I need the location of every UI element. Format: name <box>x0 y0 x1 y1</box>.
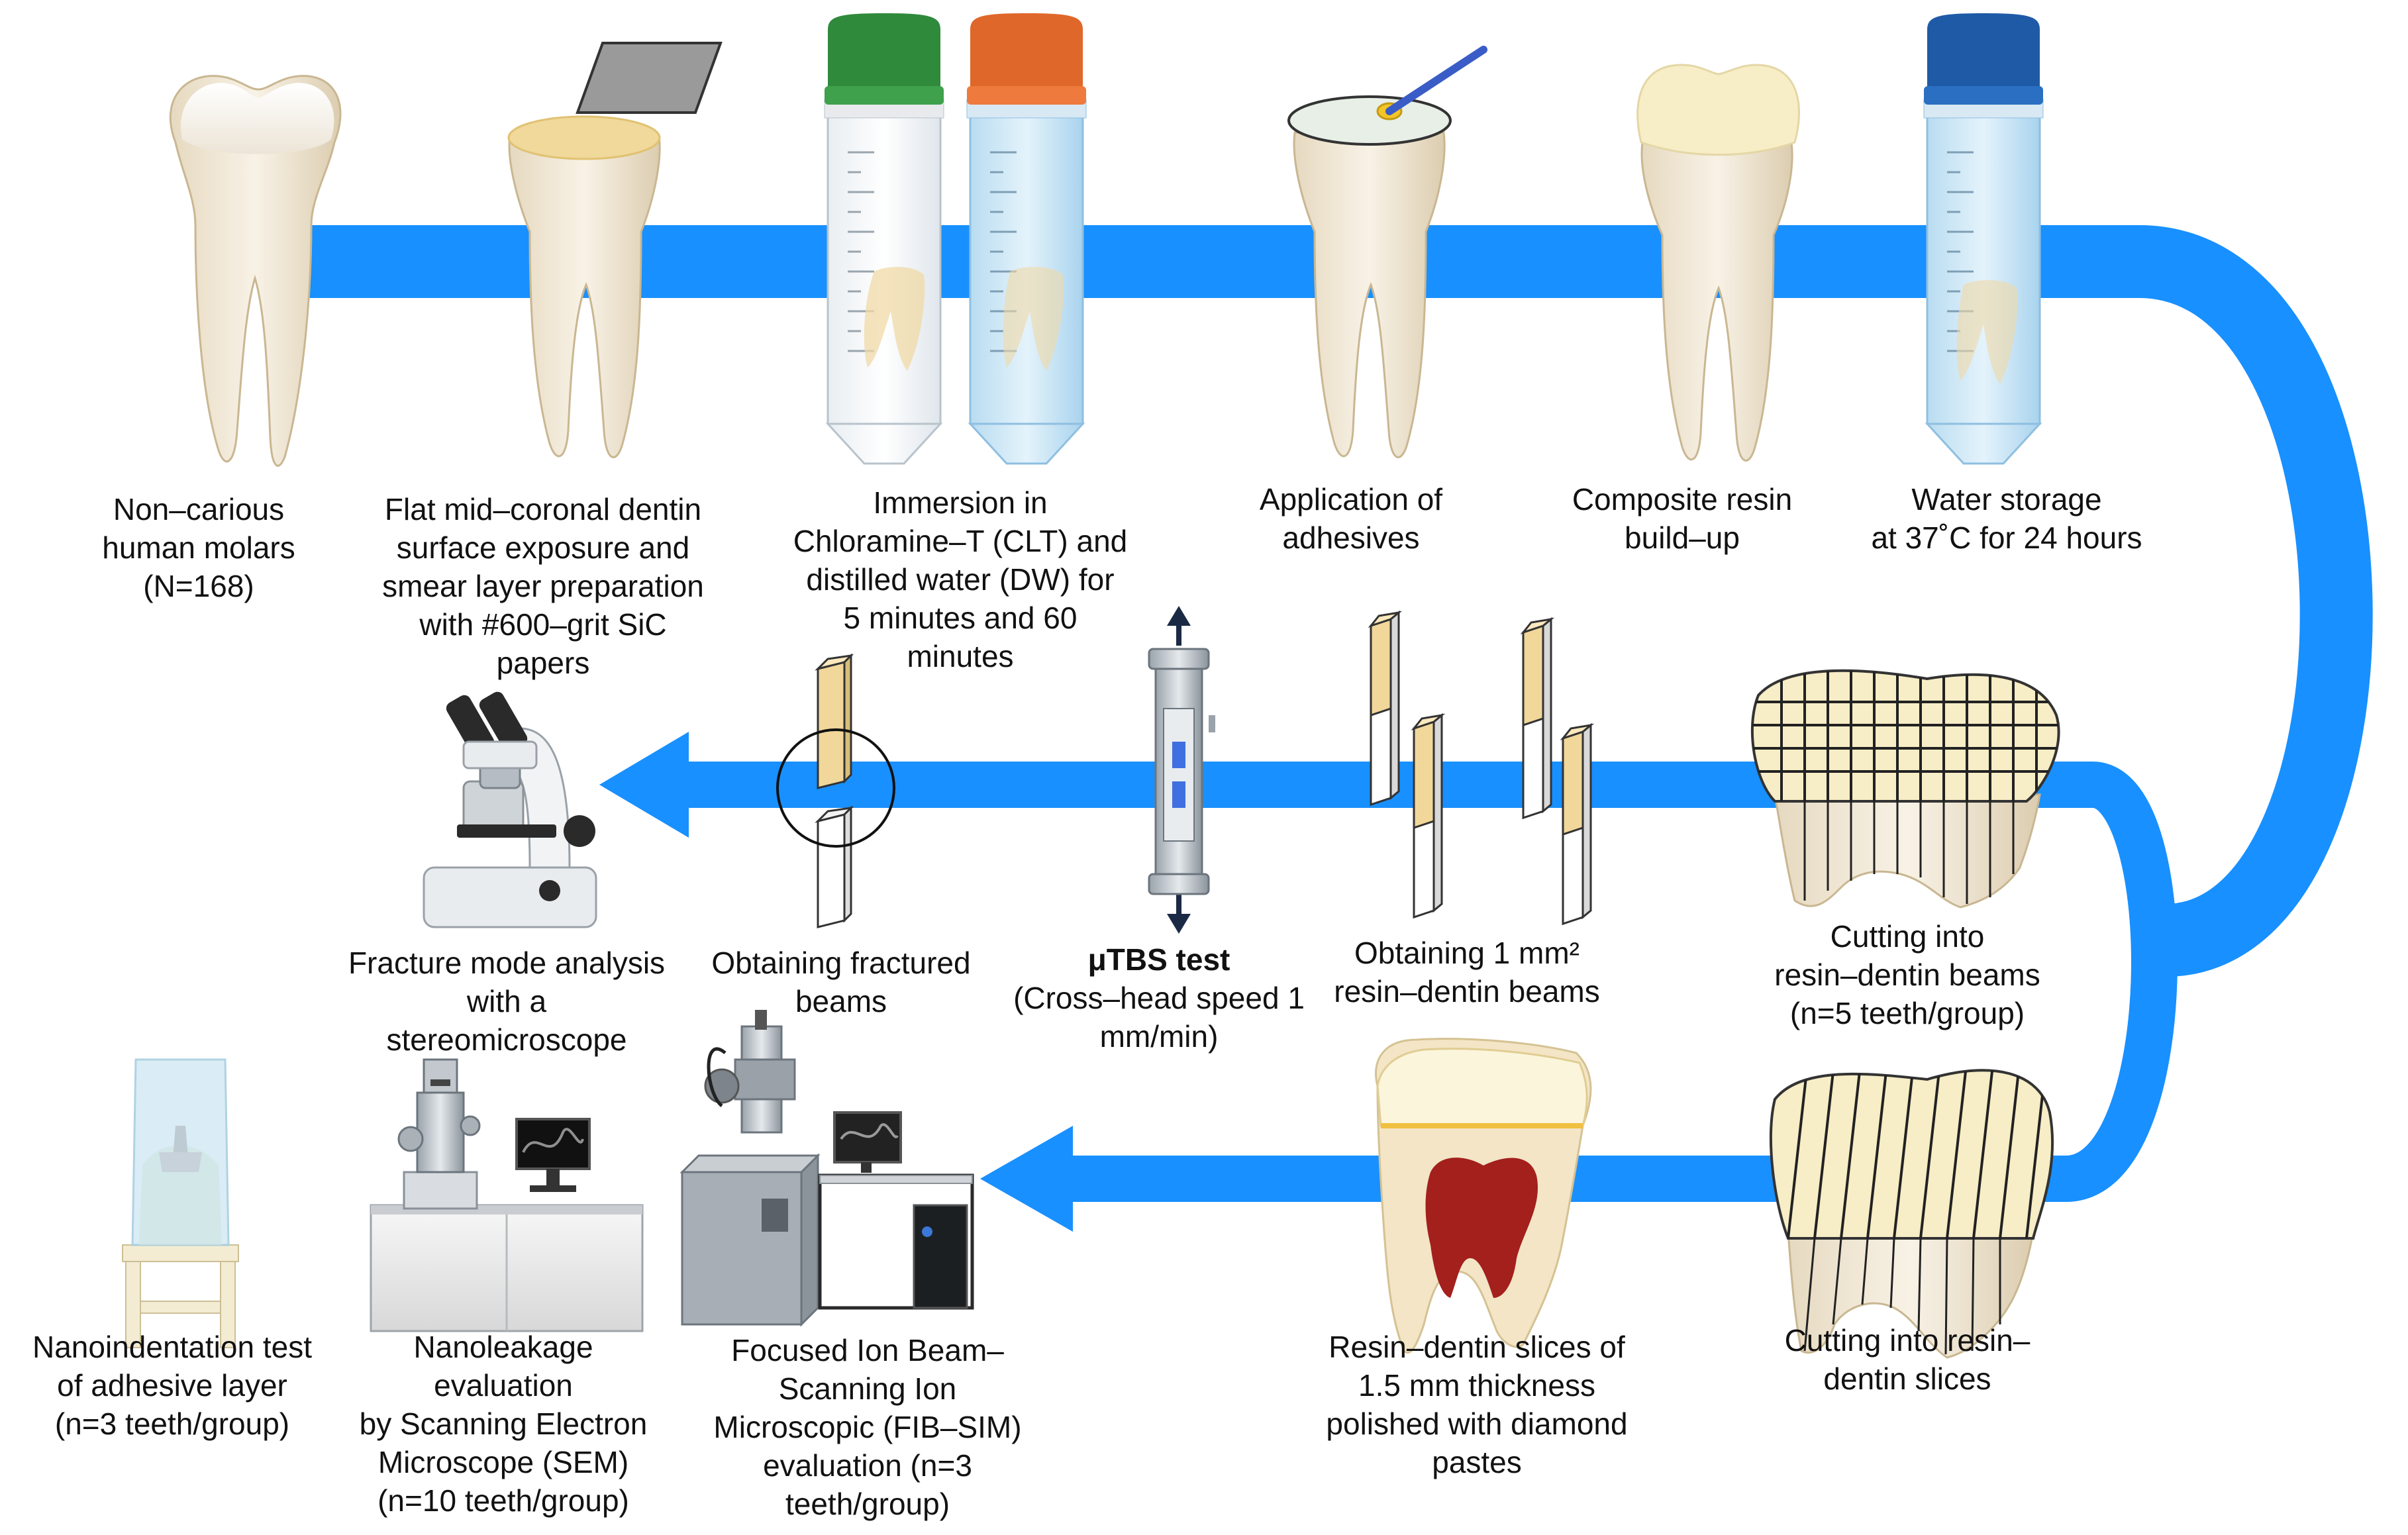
slice-icon <box>1375 1038 1592 1354</box>
label-cut-slices: Cutting into resin–dentin slices <box>1784 1323 2031 1396</box>
beam-icon <box>1560 722 1595 926</box>
bottom-arrow-head <box>980 1126 1073 1232</box>
sem-icon <box>370 1058 644 1332</box>
adhesive-brush-icon <box>1287 46 1487 458</box>
centrifuge-tube-icon <box>1923 13 2044 465</box>
centrifuge-tube-icon <box>966 13 1087 465</box>
centrifuge-tube-icon <box>824 13 944 465</box>
microscope-icon <box>423 691 597 928</box>
middle-arrow-head <box>599 732 689 838</box>
beam-icon <box>1411 713 1446 919</box>
exposed-dentin-surface <box>507 115 661 160</box>
sliced-tooth-icon <box>1769 1069 2054 1359</box>
sic-paper-icon <box>576 42 723 114</box>
tooth-resin-crown-icon <box>1636 64 1800 462</box>
top-flow-line <box>291 225 2373 977</box>
middle-flow-line <box>1073 762 2178 1202</box>
molar-icon <box>169 75 342 467</box>
beam-icon <box>1368 610 1403 807</box>
prepared-molar-icon <box>507 115 661 458</box>
nanoindenter-icon <box>122 1058 239 1348</box>
tester-icon <box>1148 606 1215 934</box>
fib-icon <box>679 1010 974 1327</box>
gridded-tooth-icon <box>1750 669 2060 909</box>
beam-icon <box>776 653 895 928</box>
beam-icon <box>1520 617 1555 820</box>
